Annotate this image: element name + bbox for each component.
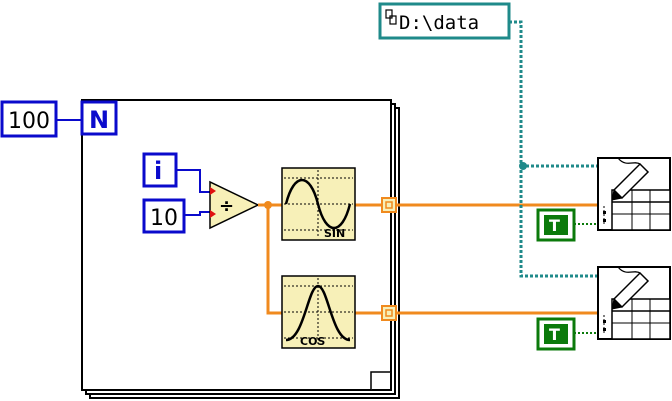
sine-waveform-icon	[284, 170, 353, 238]
dbl-wires	[258, 201, 382, 315]
iteration-terminal-label: i	[154, 157, 162, 185]
count-terminal-label: N	[89, 106, 109, 134]
true-constant-1-label: T	[549, 216, 560, 235]
true-constant-2[interactable]: T	[536, 317, 576, 351]
loop-count-constant[interactable]: 100	[0, 100, 58, 138]
file-path-value: D:\data	[399, 12, 479, 34]
write-to-spreadsheet-file-icon	[597, 266, 671, 340]
for-loop-structure[interactable]	[81, 99, 400, 399]
cos-label: COS	[300, 335, 325, 348]
array-wires	[396, 203, 600, 315]
output-tunnel-sin[interactable]	[381, 197, 397, 213]
write-spreadsheet-node-2[interactable]	[597, 266, 671, 340]
iteration-terminal[interactable]: i	[142, 152, 178, 188]
output-tunnel-cos[interactable]	[381, 305, 397, 321]
true-constant-2-label: T	[549, 325, 560, 344]
path-wire	[509, 20, 600, 278]
boolean-wires	[574, 223, 600, 334]
write-to-spreadsheet-file-icon	[597, 157, 671, 231]
sin-label: SIN	[324, 227, 345, 240]
cosine-node[interactable]: COS	[281, 275, 356, 349]
divide-symbol: ÷	[219, 196, 234, 217]
file-path-constant[interactable]: D:\data	[378, 2, 511, 40]
path-icon	[385, 9, 397, 25]
sine-node[interactable]: SIN	[281, 167, 356, 241]
cosine-waveform-icon	[284, 278, 353, 346]
loop-count-value: 100	[8, 109, 50, 134]
divisor-constant[interactable]: 10	[142, 198, 186, 234]
count-terminal[interactable]: N	[80, 100, 118, 136]
divisor-value: 10	[150, 206, 178, 231]
true-constant-1[interactable]: T	[536, 208, 576, 242]
divide-node-icon[interactable]: ÷	[209, 180, 260, 230]
write-spreadsheet-node-1[interactable]	[597, 157, 671, 231]
numeric-wires	[176, 169, 212, 216]
